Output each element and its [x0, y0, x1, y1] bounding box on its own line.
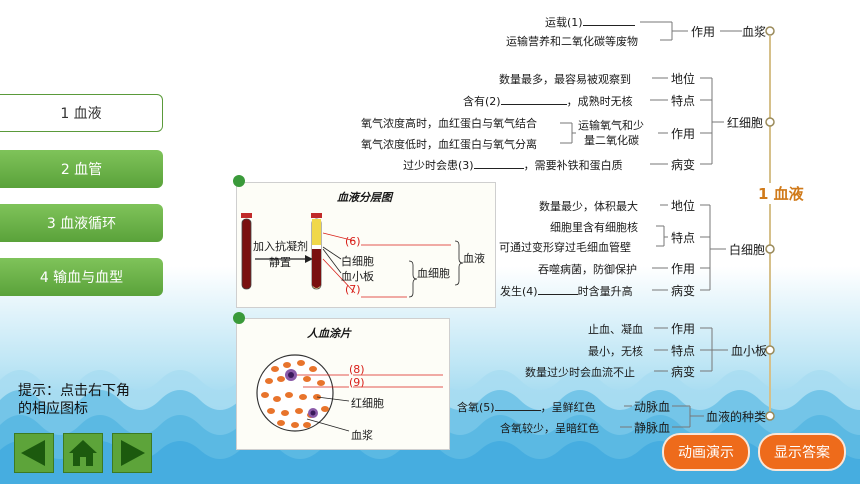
- pin-icon: [233, 175, 245, 187]
- rbc-label-disease: 病变: [671, 158, 696, 172]
- blood-smear-panel: 人血涂片 (8) (9) 红细胞 血浆: [236, 318, 450, 450]
- prev-button[interactable]: [14, 433, 54, 473]
- types-node: 血液的种类: [706, 410, 767, 424]
- types-venous-label: 静脉血: [634, 421, 671, 435]
- rbc-row-count: 数量最多，最容易被观察到: [499, 73, 631, 86]
- triangle-left-icon: [21, 440, 45, 466]
- label-7: (7): [345, 283, 361, 296]
- label-blood: 血液: [463, 252, 485, 265]
- label-8: (8): [349, 363, 365, 376]
- tube-illustration: [241, 213, 464, 298]
- label-6: (6): [345, 235, 361, 248]
- nav-item-transfusion[interactable]: 4 输血与血型: [0, 258, 163, 296]
- nav-label: 4 输血与血型: [39, 270, 124, 286]
- smear-illustration: [256, 354, 443, 432]
- wbc-label-disease: 病变: [671, 284, 696, 298]
- next-button[interactable]: [112, 433, 152, 473]
- types-arterial-label: 动脉血: [634, 400, 671, 414]
- reagent-label: 加入抗凝剂静置: [253, 240, 308, 269]
- nav-label: 3 血液循环: [46, 216, 117, 232]
- wbc-row-deform: 可通过变形穿过毛细血管壁: [499, 241, 631, 254]
- show-answers-button[interactable]: 显示答案: [758, 433, 846, 471]
- blood-layer-panel: 血液分层图 加入抗凝剂静置 (6) 白细胞 血小板 (7) 血细胞 血液: [236, 182, 496, 308]
- wbc-row-defense: 吞噬病菌，防御保护: [538, 263, 637, 276]
- wbc-label-feature: 特点: [671, 231, 696, 245]
- plasma-func-label: 作用: [691, 25, 716, 39]
- rbc-row-oxygen-high: 氧气浓度高时，血红蛋白与氧气结合: [361, 117, 537, 130]
- platelet-row-clotting: 止血、凝血: [588, 323, 643, 336]
- nav-label: 1 血液: [60, 106, 102, 122]
- animation-demo-button[interactable]: 动画演示: [662, 433, 750, 471]
- wbc-row-nucleus: 细胞里含有细胞核: [550, 221, 638, 234]
- rbc-row-hemoglobin: 含有(2)，成熟时无核: [463, 95, 633, 108]
- hint-text: 提示：点击右下角的相应图标: [18, 383, 130, 417]
- nav-label: 2 血管: [60, 162, 103, 178]
- rbc-row-oxygen-low: 氧气浓度低时，血红蛋白与氧气分离: [361, 138, 537, 151]
- home-icon: [69, 440, 97, 466]
- rbc-label-function: 作用: [671, 127, 696, 141]
- nav-item-circulation[interactable]: 3 血液循环: [0, 204, 163, 242]
- wbc-node: 白细胞: [729, 243, 766, 257]
- wbc-label-function: 作用: [671, 262, 696, 276]
- platelet-label-function: 作用: [671, 322, 696, 336]
- platelet-label-disease: 病变: [671, 365, 696, 379]
- label-blood-cells: 血细胞: [417, 267, 450, 280]
- platelet-label-feature: 特点: [671, 344, 696, 358]
- plasma-row-nutrients: 运输营养和二氧化碳等废物: [506, 35, 638, 48]
- label-rbc: 红细胞: [351, 397, 384, 410]
- label-plasma: 血浆: [351, 429, 373, 442]
- label-platelet: 血小板: [341, 270, 374, 283]
- rbc-row-anemia: 过少时会患(3)，需要补铁和蛋白质: [403, 159, 623, 172]
- plasma-node: 血浆: [742, 25, 767, 39]
- center-node-title: 1 血液: [756, 183, 806, 204]
- label-wbc: 白细胞: [341, 255, 374, 268]
- nav-item-vessels[interactable]: 2 血管: [0, 150, 163, 188]
- rbc-transport-label: 运输氧气和少量二氧化碳: [578, 119, 644, 147]
- platelet-row-size: 最小，无核: [588, 345, 643, 358]
- wbc-row-inflammation: 发生(4)时含量升高: [500, 285, 633, 298]
- blood-layer-title: 血液分层图: [337, 191, 392, 204]
- wbc-label-position: 地位: [671, 199, 696, 213]
- platelet-row-deficiency: 数量过少时会血流不止: [525, 366, 635, 379]
- rbc-node: 红细胞: [727, 116, 764, 130]
- types-row-venous: 含氧较少，呈暗红色: [500, 422, 599, 435]
- plasma-row-transport: 运载(1): [545, 14, 635, 30]
- pin-icon: [233, 312, 245, 324]
- nav-item-blood[interactable]: 1 血液: [0, 94, 163, 132]
- home-button[interactable]: [63, 433, 103, 473]
- wbc-row-count: 数量最少，体积最大: [539, 200, 638, 213]
- label-9: (9): [349, 376, 365, 389]
- rbc-label-position: 地位: [671, 72, 696, 86]
- triangle-right-icon: [121, 440, 145, 466]
- rbc-label-feature: 特点: [671, 94, 696, 108]
- types-row-arterial: 含氧(5)，呈鲜红色: [457, 401, 596, 414]
- blood-smear-title: 人血涂片: [307, 327, 351, 340]
- platelet-node: 血小板: [731, 344, 768, 358]
